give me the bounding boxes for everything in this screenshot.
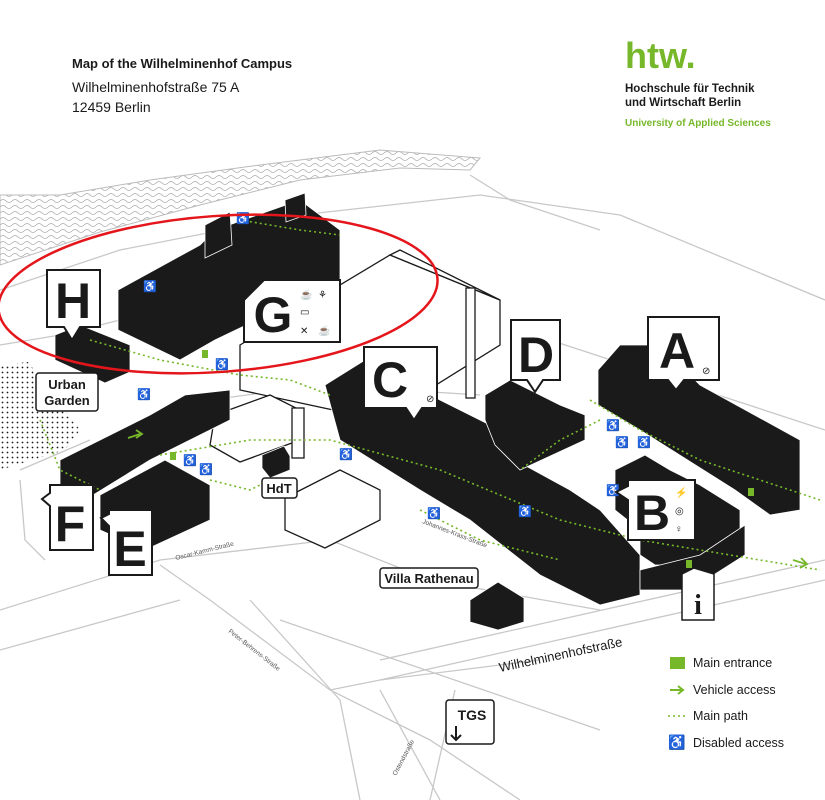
map-header: Map of the Wilhelminenhof Campus Wilhelm… [72, 56, 292, 117]
urban-garden-label-line1: Urban [48, 377, 86, 392]
svg-text:♀: ♀ [675, 524, 683, 535]
villa-rathenau-label-text: Villa Rathenau [384, 571, 473, 586]
svg-text:▭: ▭ [300, 307, 309, 318]
legend-label-disabled-access: Disabled access [693, 735, 785, 750]
street-ostend: Ostendstraße [392, 739, 417, 777]
building-label-a[interactable]: A ⊘ [647, 316, 720, 392]
svg-text:♿: ♿ [143, 280, 157, 293]
svg-text:⚘: ⚘ [318, 290, 327, 301]
label-d-text: D [518, 327, 554, 383]
tgs-label[interactable]: TGS [445, 699, 495, 745]
urban-garden-label-line2: Garden [44, 393, 90, 408]
urban-garden-area [0, 362, 80, 470]
label-h-text: H [55, 273, 91, 329]
logo-name: Hochschule für Technik und Wirtschaft Be… [625, 82, 771, 110]
wheelchair-icon: ♿ [668, 734, 686, 751]
svg-text:♿: ♿ [615, 436, 629, 449]
svg-text:♿: ♿ [199, 463, 213, 476]
river-area [0, 149, 482, 266]
villa-rathenau-shape [469, 581, 525, 631]
building-label-e[interactable]: E [99, 509, 153, 577]
legend-row-main-entrance: Main entrance [668, 650, 784, 677]
label-g-text: G [254, 287, 293, 343]
label-f-text: F [55, 496, 86, 552]
logo-mark-text: htw. [625, 40, 696, 74]
svg-text:♿: ♿ [339, 448, 353, 461]
map-title: Map of the Wilhelminenhof Campus [72, 56, 293, 71]
htw-logo-mark: htw. [625, 40, 696, 74]
svg-text:♿: ♿ [637, 436, 651, 449]
svg-text:◎: ◎ [675, 506, 684, 517]
legend-row-main-path: Main path [668, 703, 784, 730]
map-legend: Main entrance Vehicle access Main path ♿… [668, 650, 784, 756]
svg-text:♿: ♿ [215, 358, 229, 371]
main-entrance-markers [170, 350, 754, 568]
street-wilhelminenhof: Wilhelminenhofstraße [498, 634, 624, 675]
svg-text:☕: ☕ [300, 288, 312, 301]
lib-icon-a: ⊘ [702, 366, 710, 377]
htw-logo: htw. Hochschule für Technik und Wirtscha… [625, 40, 771, 129]
legend-label-vehicle-access: Vehicle access [693, 682, 776, 697]
villa-rathenau-label[interactable]: Villa Rathenau [379, 567, 479, 589]
svg-text:☕: ☕ [318, 324, 330, 337]
svg-text:✕: ✕ [300, 326, 308, 337]
svg-text:♿: ♿ [137, 388, 151, 401]
chimney-tower [465, 287, 476, 399]
legend-row-vehicle-access: Vehicle access [668, 677, 784, 704]
building-a-shape [597, 344, 801, 516]
legend-row-disabled-access: ♿ Disabled access [668, 730, 784, 757]
hdt-label[interactable]: HdT [261, 477, 298, 499]
main-entrance-swatch [668, 657, 686, 670]
address-street: Wilhelminenhofstraße 75 A [72, 79, 240, 95]
logo-subtitle: University of Applied Sciences [625, 118, 771, 129]
building-label-f[interactable]: F [40, 484, 94, 552]
arrow-down-icon [450, 726, 462, 742]
svg-text:♿: ♿ [606, 484, 620, 497]
tgs-label-text: TGS [458, 707, 487, 723]
info-icon: i [694, 590, 702, 621]
legend-label-main-path: Main path [693, 709, 748, 724]
building-label-c[interactable]: C ⊘ [363, 346, 438, 422]
svg-text:♿: ♿ [606, 419, 620, 432]
address-city: 12459 Berlin [72, 99, 151, 115]
building-label-g[interactable]: G ☕ ⚘ ▭ ✕ ☕ [243, 279, 341, 343]
urban-garden-label[interactable]: Urban Garden [35, 372, 99, 412]
building-label-b[interactable]: B ⚡ ◎ ♀ [614, 479, 696, 541]
svg-text:♿: ♿ [518, 505, 532, 518]
vehicle-arrow-icon [668, 684, 686, 696]
logo-name-line1: Hochschule für Technik [625, 83, 755, 95]
small-tower [291, 407, 305, 459]
lib-icon-c: ⊘ [426, 394, 434, 405]
legend-label-main-entrance: Main entrance [693, 656, 773, 671]
label-b-text: B [634, 485, 670, 541]
building-label-h[interactable]: H [46, 269, 101, 342]
vehicle-access-arrows [127, 429, 809, 569]
svg-text:♿: ♿ [427, 507, 441, 520]
logo-name-line2: und Wirtschaft Berlin [625, 97, 742, 109]
label-a-text: A [659, 323, 695, 379]
label-e-text: E [113, 521, 146, 577]
building-label-d[interactable]: D [510, 319, 561, 394]
facility-icons-b: ⚡ ◎ ♀ [675, 486, 687, 535]
disabled-access-markers: ♿ ♿ ♿ ♿ ♿ ♿ ♿ ♿ ♿ ♿ ♿ ♿ ♿ [137, 212, 651, 520]
facility-icons-g: ☕ ⚘ ▭ ✕ ☕ [300, 288, 330, 337]
svg-text:⚡: ⚡ [675, 486, 687, 499]
info-point-label[interactable]: i [681, 567, 715, 621]
street-oscar-kamm: Oscar-Kamm-Straße [175, 541, 235, 562]
dotted-path-icon [668, 714, 686, 718]
street-peter-behrens: Peter-Behrens-Straße [227, 628, 282, 673]
hdt-label-text: HdT [266, 481, 291, 496]
label-c-text: C [372, 352, 408, 408]
svg-text:♿: ♿ [183, 454, 197, 467]
highlight-ellipse [0, 213, 439, 375]
building-d-shape [484, 379, 586, 471]
